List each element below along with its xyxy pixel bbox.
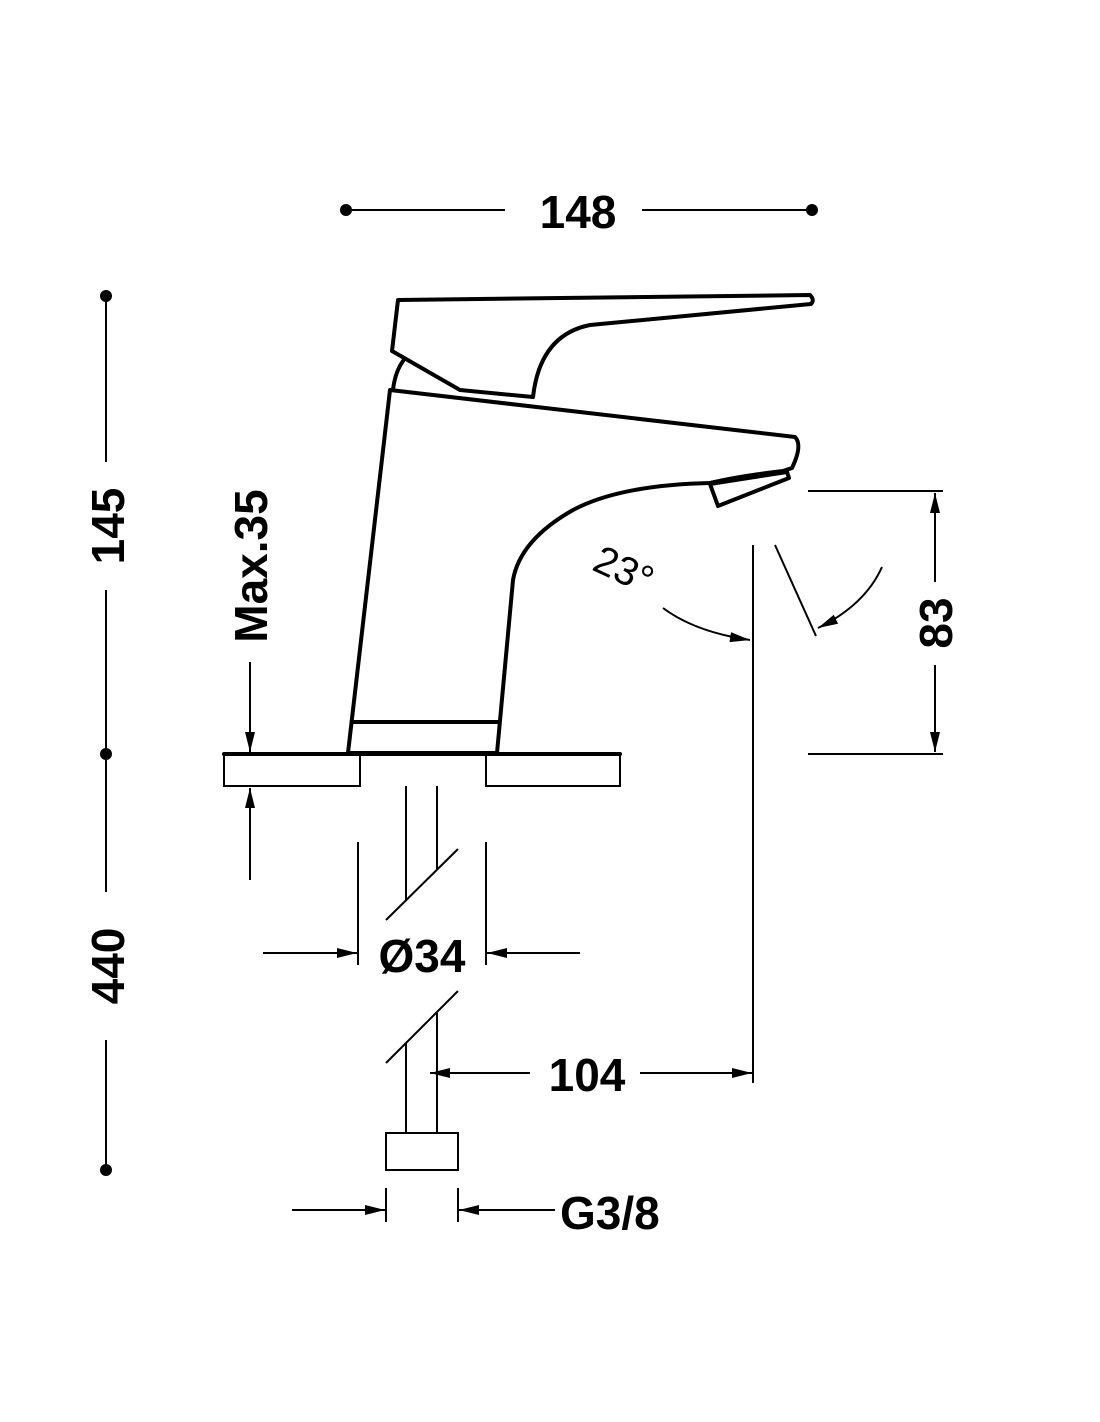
connection-thread-label: G3/8 bbox=[560, 1187, 660, 1239]
faucet-body bbox=[346, 388, 801, 755]
dimension-spout-clearance: 83 bbox=[808, 490, 962, 755]
spout-reach-label: 104 bbox=[549, 1049, 626, 1101]
dimension-spout-reach: 104 bbox=[430, 545, 754, 1101]
connection-nut bbox=[385, 1132, 459, 1171]
supply-pipe bbox=[385, 786, 459, 1171]
dimension-max-deck-thickness: Max.35 bbox=[225, 489, 277, 880]
dimension-connection-thread: G3/8 bbox=[292, 1187, 660, 1239]
faucet-outline bbox=[346, 293, 815, 755]
dimension-overall-width: 148 bbox=[340, 186, 818, 238]
countertop-section bbox=[222, 752, 622, 787]
aerator bbox=[708, 470, 791, 508]
base-diameter-label: Ø34 bbox=[379, 930, 466, 982]
dimension-base-diameter: Ø34 bbox=[263, 842, 580, 982]
max-thickness-label: Max.35 bbox=[225, 489, 277, 642]
dimension-spout-angle: 23° bbox=[587, 537, 883, 643]
spout-clearance-label: 83 bbox=[910, 597, 962, 648]
dimension-heights: 145 440 bbox=[82, 290, 134, 1176]
lower-height-label: 440 bbox=[82, 928, 134, 1005]
spout-angle-label: 23° bbox=[587, 537, 660, 602]
upper-height-label: 145 bbox=[82, 488, 134, 565]
overall-width-label: 148 bbox=[540, 186, 617, 238]
lever-handle bbox=[390, 293, 815, 399]
